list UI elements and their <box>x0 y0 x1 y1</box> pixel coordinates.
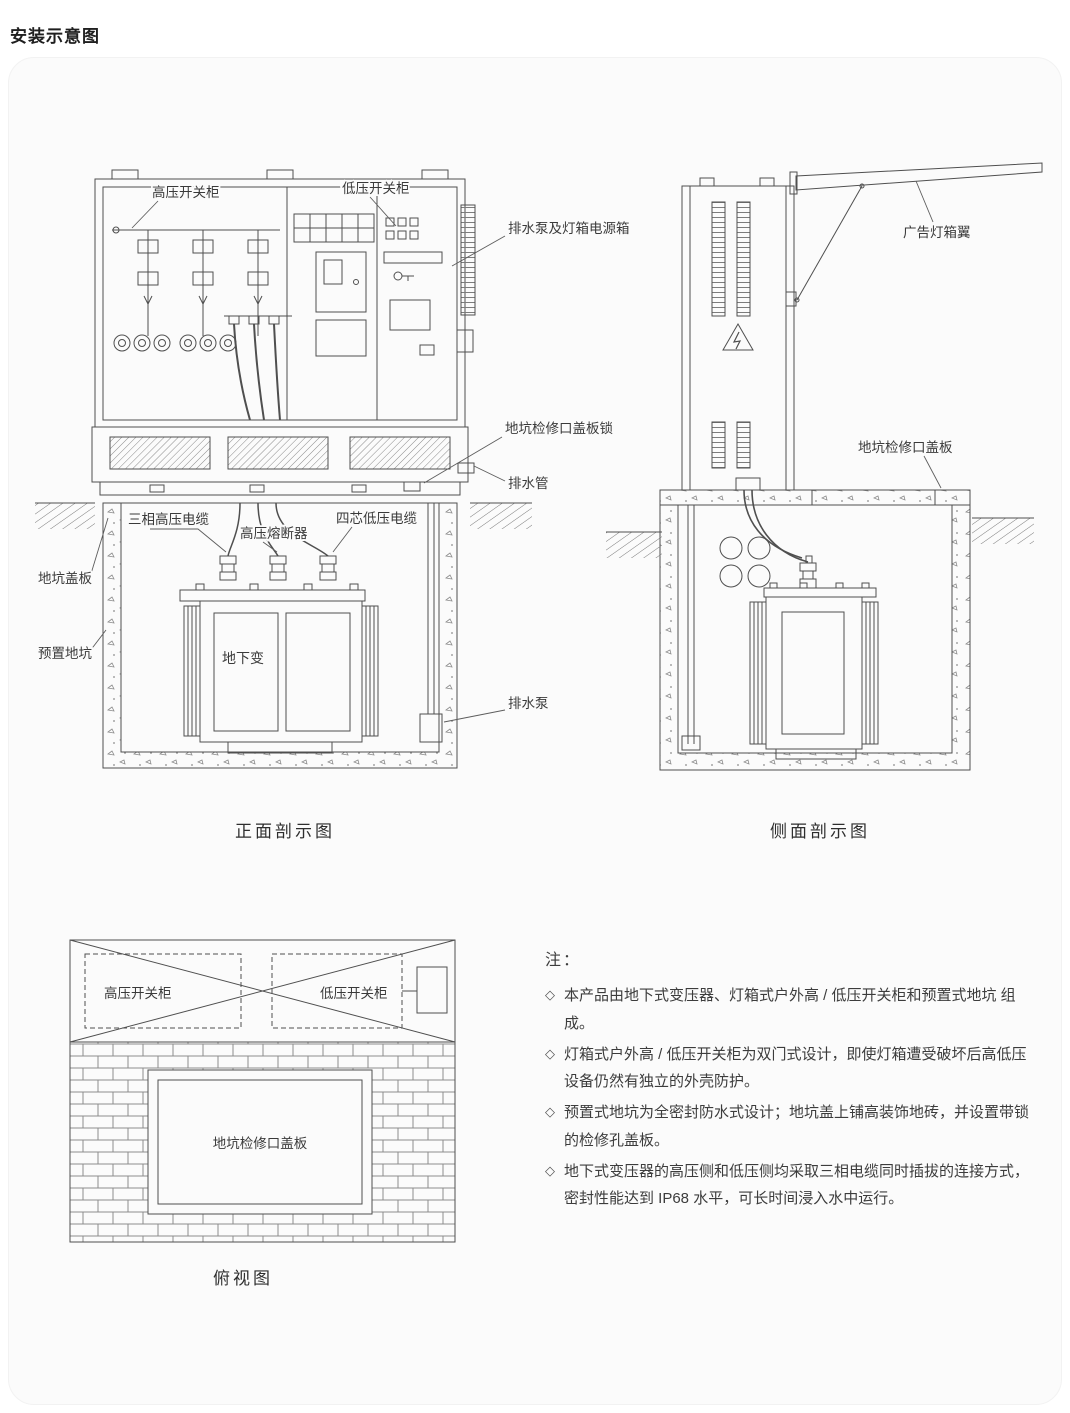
ad-wing-shape <box>795 162 1043 191</box>
top-label-hv-cabinet: 高压开关柜 <box>104 985 172 1001</box>
front-label-drain-pipe: 排水管 <box>508 476 549 491</box>
front-label-three-phase-hv-cable: 三相高压电缆 <box>128 511 209 527</box>
side-view-drawing <box>606 162 1043 771</box>
note-item: ◇ 灯箱式户外高 / 低压开关柜为双门式设计，即使灯箱遭受破坏后高低压设备仍然有… <box>545 1041 1037 1097</box>
diamond-bullet-icon: ◇ <box>545 1162 555 1178</box>
top-view-drawing <box>69 939 456 1243</box>
top-view-caption: 俯视图 <box>213 1269 273 1288</box>
diamond-bullet-icon: ◇ <box>545 1104 555 1119</box>
front-label-hv-cabinet: 高压开关柜 <box>152 184 220 200</box>
hv-circuit-symbols <box>137 230 269 336</box>
notes-section: 注： ◇ 本产品由地下式变压器、灯箱式户外高 / 低压开关柜和预置式地坑 组成。… <box>545 946 1037 1216</box>
front-label-pit-cover: 地坑盖板 <box>38 571 92 586</box>
page-title: 安装示意图 <box>10 27 100 46</box>
note-item: ◇ 本产品由地下式变压器、灯箱式户外高 / 低压开关柜和预置式地坑 组成。 <box>545 982 1037 1038</box>
underground-transformer-front <box>179 555 379 754</box>
top-label-lv-cabinet: 低压开关柜 <box>320 986 388 1001</box>
diamond-bullet-icon: ◇ <box>545 1045 555 1061</box>
front-label-pump-power-box: 排水泵及灯箱电源箱 <box>508 221 630 236</box>
note-text: 本产品由地下式变压器、灯箱式户外高 / 低压开关柜和预置式地坑 组成。 <box>564 987 1016 1032</box>
cable-socket-icons <box>113 334 237 352</box>
front-label-preset-pit: 预置地坑 <box>38 646 92 661</box>
side-label-pit-hatch-cover: 地坑检修口盖板 <box>858 440 953 455</box>
note-item: ◇ 地下式变压器的高压侧和低压侧均采取三相电缆同时插拔的连接方式，密封性能达到 … <box>545 1158 1037 1214</box>
side-view-caption: 侧面剖示图 <box>770 822 870 841</box>
front-label-four-core-lv-cable: 四芯低压电缆 <box>336 511 417 526</box>
hazard-triangle-icon <box>722 322 754 351</box>
front-label-drain-pump: 排水泵 <box>508 696 549 711</box>
leader-lines <box>89 180 942 723</box>
top-label-pit-hatch-cover: 地坑检修口盖板 <box>213 1136 308 1151</box>
note-text: 灯箱式户外高 / 低压开关柜为双门式设计，即使灯箱遭受破坏后高低压设备仍然有独立… <box>564 1045 1027 1091</box>
note-item: ◇ 预置式地坑为全密封防水式设计；地坑盖上铺高装饰地砖，并设置带锁的检修孔盖板。 <box>545 1099 1037 1155</box>
front-label-lv-cabinet: 低压开关柜 <box>342 181 410 196</box>
underground-transformer-side <box>749 555 879 760</box>
diagram-labels: 高压开关柜 低压开关柜 排水泵及灯箱电源箱 地坑检修口盖板锁 排水管 三相高压电… <box>36 179 972 1153</box>
note-text: 预置式地坑为全密封防水式设计；地坑盖上铺高装饰地砖，并设置带锁的检修孔盖板。 <box>564 1104 1030 1149</box>
front-label-pit-hatch-lock: 地坑检修口盖板锁 <box>505 421 613 436</box>
side-label-ad-lightbox-wing: 广告灯箱翼 <box>903 225 971 240</box>
front-label-underground-transformer: 地下变 <box>222 650 264 666</box>
front-view-caption: 正面剖示图 <box>235 822 335 841</box>
front-label-hv-fuse: 高压熔断器 <box>240 525 308 541</box>
notes-heading: 注： <box>545 952 582 969</box>
diamond-bullet-icon: ◇ <box>545 987 555 1002</box>
front-view-drawing <box>35 169 532 769</box>
note-text: 地下式变压器的高压侧和低压侧均采取三相电缆同时插拔的连接方式，密封性能达到 IP… <box>564 1162 1030 1208</box>
